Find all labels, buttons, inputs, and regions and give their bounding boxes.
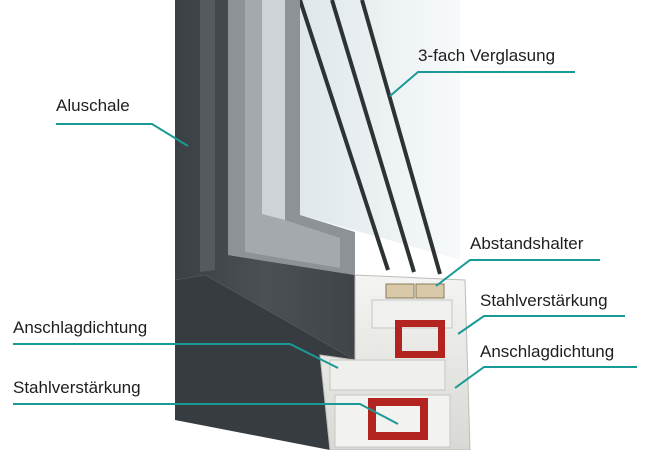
label-stahlverstaerkung-right: Stahlverstärkung (480, 291, 608, 310)
label-aluschale: Aluschale (56, 96, 130, 115)
aluminium-shell (175, 0, 355, 450)
leader-abstandshalter (435, 259, 600, 287)
label-abstandshalter: Abstandshalter (470, 234, 584, 253)
leader-lines (13, 71, 637, 425)
leader-anschlag-rechts (454, 366, 637, 389)
glass-pane-3 (360, 0, 442, 275)
leader-aluschale (56, 123, 189, 147)
label-3fach-verglasung: 3-fach Verglasung (418, 46, 556, 65)
spacer-left (385, 283, 415, 299)
glass-pane-1 (298, 0, 390, 271)
glass-panes (298, 0, 460, 275)
leader-stahl-links (13, 403, 399, 425)
leader-anschlag-links (13, 343, 339, 369)
leader-verglasung (389, 71, 575, 97)
steel-reinforcement-upper (395, 320, 445, 358)
window-sash (228, 0, 355, 275)
label-anschlagdichtung-left: Anschlagdichtung (13, 318, 148, 337)
label-stahlverstaerkung-left: Stahlverstärkung (13, 378, 141, 397)
glass-pane-2 (330, 0, 416, 273)
spacer-right (415, 283, 445, 299)
steel-reinforcement-lower (368, 398, 428, 440)
leader-stahl-rechts (457, 315, 625, 335)
label-anschlagdichtung-right: Anschlagdichtung (480, 342, 615, 361)
